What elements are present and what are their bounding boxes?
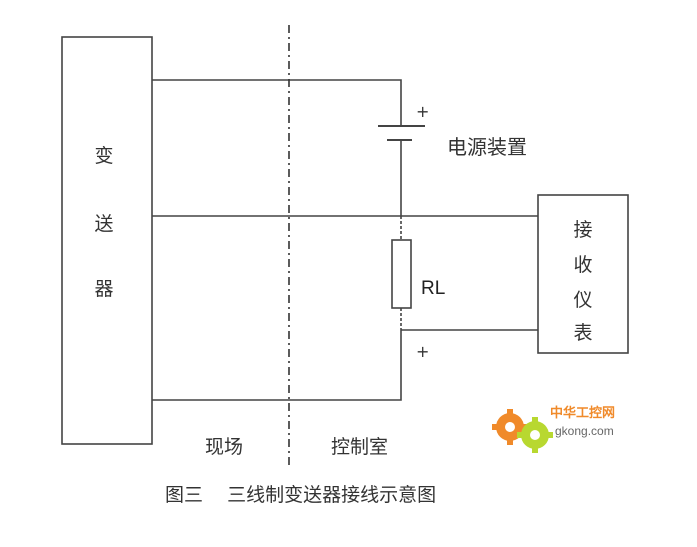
resistor-label: RL [421, 278, 446, 299]
transmitter-char-3: 器 [94, 278, 114, 300]
field-label: 现场 [205, 436, 244, 458]
svg-text:gkong.com: gkong.com [555, 424, 614, 438]
receiver-char-3: 仪 [573, 289, 593, 311]
resistor-rl [391, 239, 412, 309]
bottom-wire [152, 330, 402, 401]
receiver-box [537, 194, 629, 354]
return-plus-sign: + [416, 342, 430, 361]
svg-text:中华工控网: 中华工控网 [550, 405, 615, 421]
receiver-char-1: 接 [573, 219, 593, 241]
gkong-watermark: 中华工控网 gkong.com [480, 385, 640, 455]
receiver-char-2: 收 [573, 254, 593, 276]
transmitter-char-1: 变 [94, 145, 114, 167]
transmitter-char-2: 送 [94, 213, 114, 235]
power-supply-label: 电源装置 [447, 135, 527, 159]
battery-plus-sign: + [416, 102, 430, 121]
figure-caption: 图三 三线制变送器接线示意图 [165, 484, 437, 506]
top-wire [152, 79, 402, 126]
transmitter-box [61, 36, 153, 445]
control-room-label: 控制室 [331, 436, 389, 458]
gear-logo-icon: 中华工控网 gkong.com [492, 405, 615, 453]
receiver-char-4: 表 [573, 322, 593, 344]
